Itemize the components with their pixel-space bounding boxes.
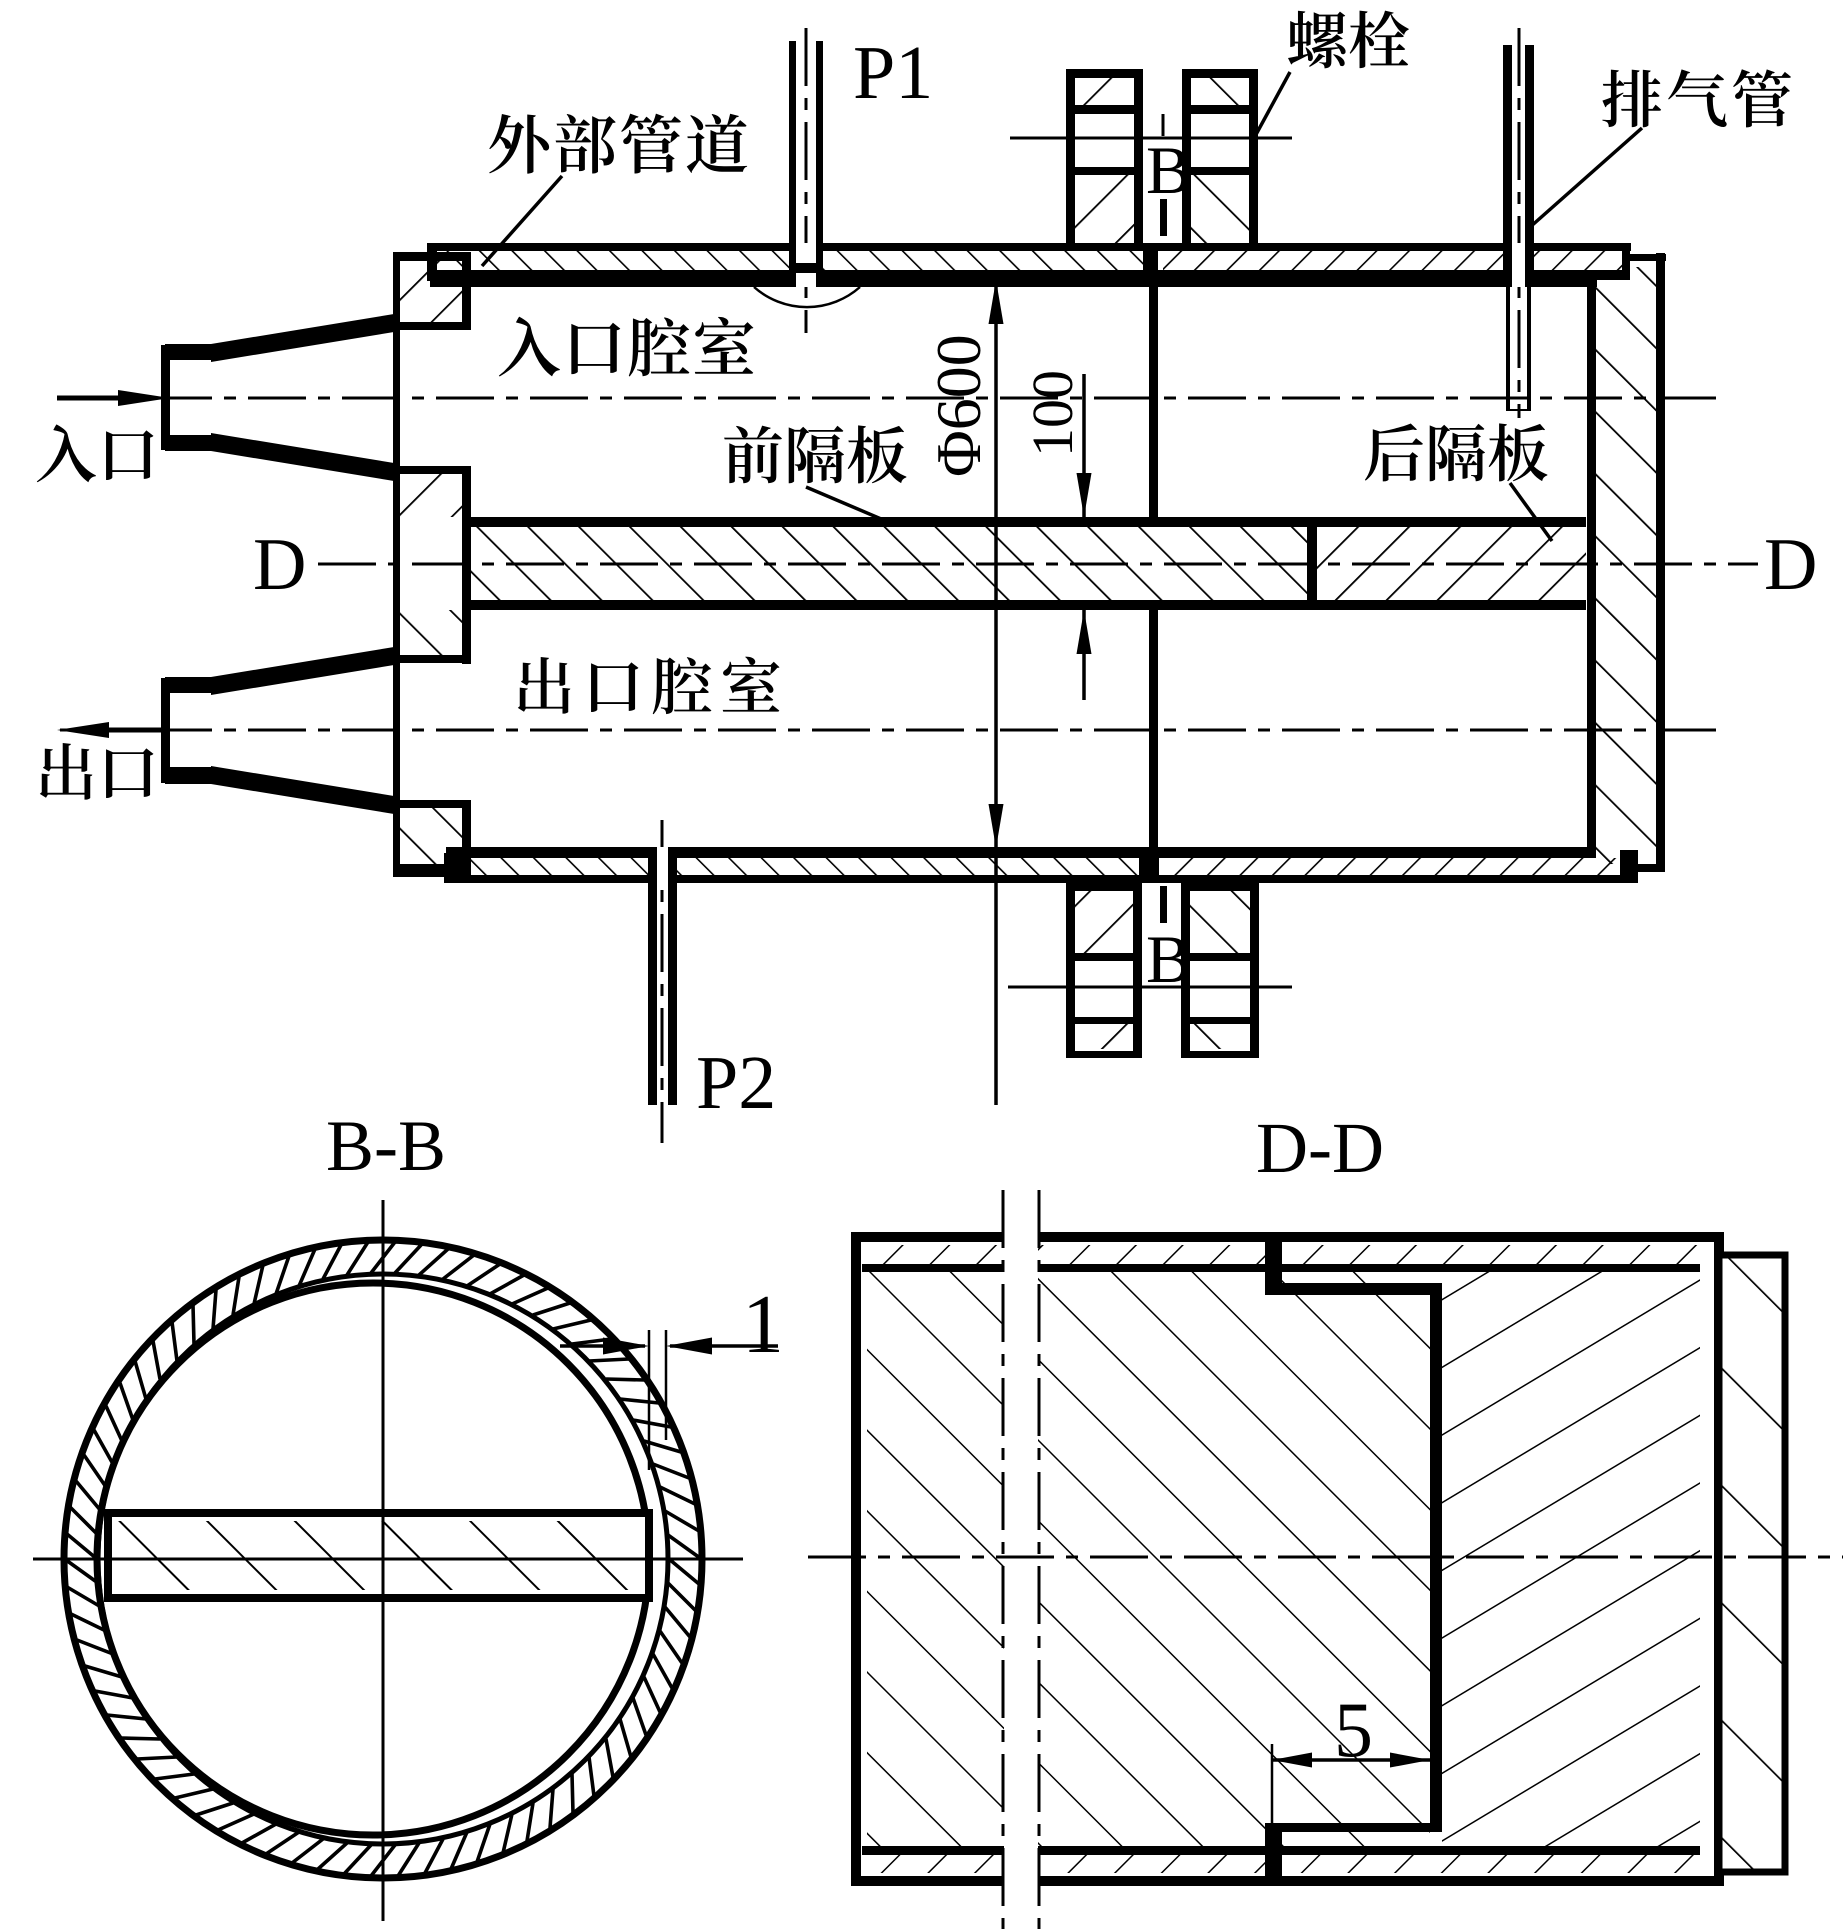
svg-text:D-D: D-D: [1256, 1108, 1384, 1188]
svg-text:P2: P2: [696, 1041, 776, 1125]
svg-text:B-B: B-B: [326, 1106, 446, 1186]
svg-text:Φ600: Φ600: [923, 334, 994, 477]
svg-text:B: B: [1146, 132, 1191, 208]
svg-text:P1: P1: [853, 31, 933, 115]
svg-text:100: 100: [1020, 370, 1085, 457]
svg-text:5: 5: [1334, 1686, 1373, 1773]
svg-text:D: D: [253, 524, 306, 606]
svg-text:1: 1: [742, 1278, 784, 1371]
svg-text:D: D: [1764, 524, 1817, 606]
svg-text:B: B: [1146, 921, 1191, 997]
